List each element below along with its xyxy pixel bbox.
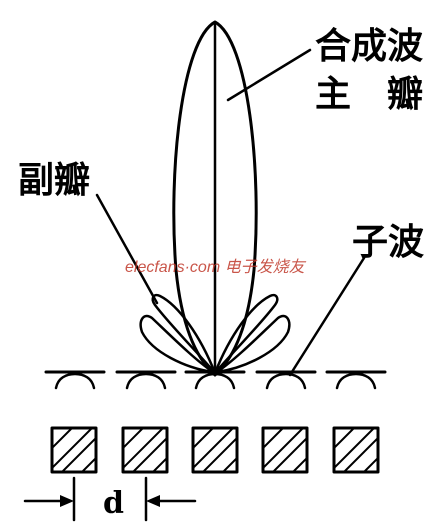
antenna-element-4 [332,426,380,474]
dimension-arrow-right [146,495,160,507]
sub-wave-4 [325,370,387,390]
antenna-element-3 [261,426,309,474]
inner-side-lobe-left [151,293,217,375]
outer-side-lobe-right [215,314,291,374]
outer-side-lobe-left [139,314,215,374]
antenna-element-2 [191,426,239,474]
spacing-label: d [103,486,124,521]
sub-wave-3 [255,370,317,390]
sub-wave-1 [115,370,177,390]
spacing-dimension: d [23,476,197,522]
sub-wave-0 [44,370,106,390]
watermark: elecfans·com 电子发烧友 [125,258,307,276]
sub-wave-2 [184,370,246,390]
side-lobe-label: 副瓣 [18,159,90,201]
sub-wave-label: 子波 [352,221,424,263]
main-lobe-leader [226,48,312,102]
main-lobe-label-line2: 主 瓣 [315,73,423,115]
side-lobe-leader [95,193,159,305]
sub-wave-leader [288,256,366,377]
antenna-element-0 [50,426,98,474]
inner-side-lobe-right [213,293,279,375]
antenna-element-1 [121,426,169,474]
main-lobe-label-line1: 合成波 [315,25,423,67]
element-row [50,426,380,474]
sub-wave-row [44,370,387,390]
dimension-arrow-left [60,495,74,507]
